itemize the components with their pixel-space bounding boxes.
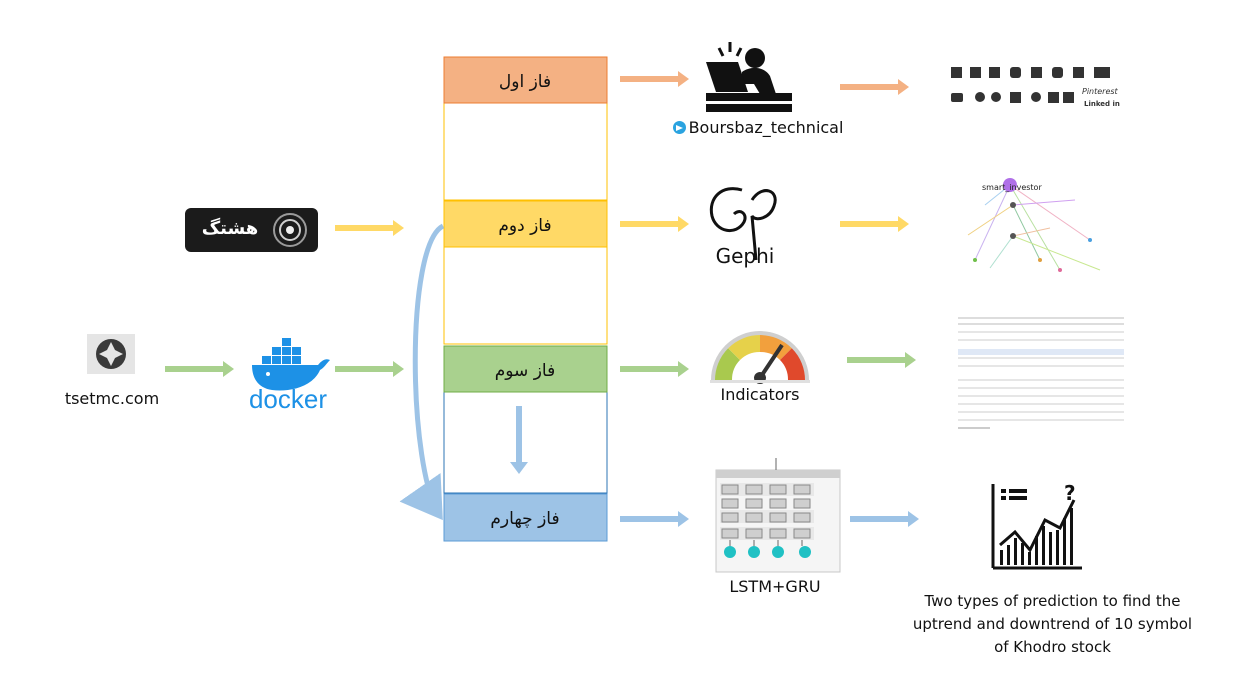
telegram-channel-label: Boursbaz_technical bbox=[668, 118, 848, 137]
model-label: LSTM+GRU bbox=[729, 577, 821, 596]
arrow-phase3-to-indicators bbox=[620, 361, 689, 377]
phase-2-header: فاز دوم bbox=[443, 200, 608, 248]
arrow-docker-to-phases bbox=[335, 361, 404, 377]
docker-whale-icon bbox=[252, 338, 330, 391]
docker-label: docker bbox=[248, 384, 328, 414]
phase-3-header: فاز سوم bbox=[443, 345, 608, 393]
phase-4-label: فاز چهارم bbox=[490, 509, 559, 529]
phase-1-header: فاز اول bbox=[443, 56, 608, 104]
indicator-table-image bbox=[955, 314, 1127, 432]
indicators-label: Indicators bbox=[720, 385, 800, 404]
tsetmc-label: tsetmc.com bbox=[64, 389, 160, 408]
tsetmc-logo bbox=[87, 334, 135, 374]
arrow-phase1-to-telegram bbox=[620, 71, 689, 87]
pinterest-word: Pinterest bbox=[1082, 87, 1119, 96]
arrow-gephi-to-graph bbox=[840, 216, 909, 232]
arrow-telegram-to-social bbox=[840, 79, 909, 95]
lstm-gru-network-diagram bbox=[715, 458, 841, 573]
phase-3-label: فاز سوم bbox=[495, 361, 555, 381]
arrow-hashtag-to-phase2 bbox=[335, 220, 404, 236]
curved-arrow-phase2-to-phase4 bbox=[399, 223, 445, 521]
arrow-phase2-to-gephi bbox=[620, 216, 689, 232]
arrow-model-to-prediction bbox=[850, 511, 919, 527]
arrow-tsetmc-to-docker bbox=[165, 361, 234, 377]
telegram-icon bbox=[672, 121, 686, 134]
phase-4-header: فاز چهارم bbox=[443, 493, 608, 542]
prediction-chart-icon: ? bbox=[991, 481, 1082, 570]
down-arrow-phase3-to-phase4 bbox=[510, 406, 528, 474]
linkedin-word: Linked in bbox=[1084, 100, 1120, 108]
telegram-channel-text: Boursbaz_technical bbox=[688, 118, 844, 137]
arrow-indicators-to-table bbox=[847, 352, 916, 368]
svg-text:?: ? bbox=[1064, 481, 1076, 505]
hashtag-logo bbox=[185, 208, 318, 252]
arrow-phase4-to-model bbox=[620, 511, 689, 527]
hashtag-label: هشتگ bbox=[201, 218, 259, 239]
social-icons-grid: Pinterest Linked in bbox=[936, 62, 1136, 120]
phase-2-label: فاز دوم bbox=[498, 216, 551, 236]
gephi-label: Gephi bbox=[715, 244, 775, 268]
network-graph-image: smart_investor bbox=[953, 160, 1130, 285]
person-laptop-icon bbox=[706, 42, 792, 112]
indicators-gauge-icon bbox=[710, 331, 810, 384]
graph-node-label: smart_investor bbox=[982, 183, 1042, 192]
phase-1-label: فاز اول bbox=[499, 72, 551, 92]
gephi-logo-icon bbox=[709, 187, 777, 261]
prediction-caption: Two types of prediction to find the uptr… bbox=[912, 592, 1193, 656]
